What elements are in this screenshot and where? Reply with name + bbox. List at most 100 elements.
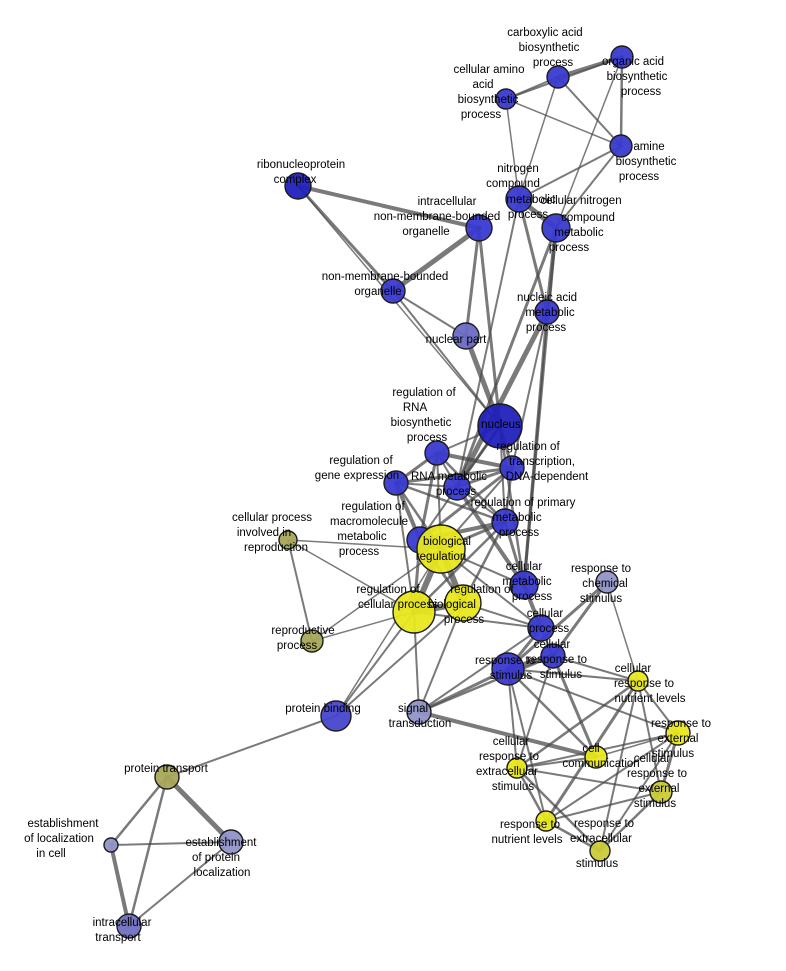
node-bioreg[interactable]: biological regulation — [416, 524, 466, 574]
edge-respstim-cellrespnut[interactable] — [507, 668, 639, 682]
edge-sigtrans-cellproc[interactable] — [418, 627, 542, 713]
edge-regrna-regprim[interactable] — [435, 451, 507, 524]
edge-amine-cellnitro[interactable] — [555, 145, 622, 229]
edge-estprot-estloc[interactable] — [110, 841, 232, 846]
edge-ribo-intranmb[interactable] — [296, 184, 481, 230]
edge-cellrespstim-respchem[interactable] — [551, 580, 609, 658]
node-cellcomm[interactable]: cell communication — [584, 745, 608, 769]
edge-sigtrans-regbio[interactable] — [418, 602, 464, 713]
edge-nucacid-cellmet[interactable] — [522, 310, 549, 587]
node-cellrespext[interactable]: cellular response to external stimulus — [649, 780, 673, 804]
edge-respext-respextra[interactable] — [599, 732, 679, 852]
edge-protbind-regbio[interactable] — [335, 602, 464, 717]
edge-protbind-bioreg[interactable] — [335, 548, 442, 717]
node-prottrans[interactable]: protein transport — [154, 764, 180, 790]
node-procrepro[interactable]: cellular process involved in reproductio… — [278, 530, 298, 550]
node-rnamet[interactable]: RNA metabolic process — [443, 473, 471, 501]
node-regbio[interactable]: regulation of biological process — [444, 584, 482, 622]
node-intratrans[interactable]: intracellular transport — [116, 913, 142, 939]
node-cellmet[interactable]: cellular metabolic process — [509, 570, 539, 600]
edge-cellrespnut-cellrespextra[interactable] — [515, 679, 640, 770]
edge-organic-cellnitro[interactable] — [555, 56, 623, 229]
node-reggene[interactable]: regulation of gene expression — [383, 470, 409, 496]
node-cellnitro[interactable]: cellular nitrogen compound metabolic pro… — [541, 213, 571, 243]
edge-procrepro-repro[interactable] — [287, 539, 313, 642]
edge-cellrespnut-cellrespext[interactable] — [637, 680, 662, 793]
edge-amine-nitro[interactable] — [518, 145, 622, 200]
node-sigtrans[interactable]: signal transduction — [406, 699, 432, 725]
edge-repro-bioreg[interactable] — [311, 548, 442, 642]
edge-regrna-regmacro[interactable] — [418, 451, 439, 542]
edge-amino-amine[interactable] — [505, 98, 622, 147]
edge-cellrespnut-respextra[interactable] — [599, 680, 639, 852]
edge-nmborg-nucleus[interactable] — [392, 290, 501, 427]
node-nucpart[interactable]: nuclear part — [452, 322, 480, 350]
edge-respstim-respchem[interactable] — [506, 580, 609, 671]
edge-respnut-cellrespext[interactable] — [545, 791, 662, 822]
node-amino[interactable]: cellular amino acid biosynthetic process — [495, 88, 517, 110]
edge-respstim-respext[interactable] — [507, 668, 679, 734]
edge-ribo-nucleus[interactable] — [297, 185, 501, 427]
edge-prottrans-intratrans[interactable] — [127, 775, 169, 928]
edge-sigtrans-cellcomm[interactable] — [417, 710, 598, 759]
node-cellrespstim[interactable]: cellular response to stimulus — [540, 643, 566, 669]
edge-carbox-amine[interactable] — [557, 76, 622, 147]
edge-intranmb-nucleus[interactable] — [477, 226, 502, 428]
node-respnut[interactable]: response to nutrient levels — [535, 810, 557, 832]
node-protbind[interactable]: protein binding — [320, 700, 352, 732]
node-estloc[interactable]: establishment of localization in cell — [103, 837, 119, 853]
node-respext[interactable]: response to external stimulus — [665, 720, 691, 746]
edge-regrna-regtrans[interactable] — [435, 451, 514, 470]
edge-cellnitro-rnamet[interactable] — [455, 226, 558, 489]
edge-reggene-regprim[interactable] — [394, 481, 507, 524]
node-organic[interactable]: organic acid biosynthetic process — [610, 45, 634, 69]
node-ribo[interactable]: ribonucleoprotein complex — [284, 172, 312, 200]
edge-respchem-cellrespnut[interactable] — [606, 581, 639, 682]
node-respchem[interactable]: response to chemical stimulus — [595, 570, 619, 594]
edge-sigtrans-cellrespstim[interactable] — [417, 654, 555, 714]
edge-ribo-nmborg[interactable] — [296, 184, 395, 293]
node-estprot[interactable]: establishment of protein localization — [218, 829, 244, 855]
edge-intranmb-nucpart[interactable] — [464, 226, 481, 338]
edge-amino-nitro[interactable] — [505, 98, 520, 200]
edge-respstim-cellcomm[interactable] — [506, 667, 598, 759]
node-nucleus[interactable]: nucleus — [477, 403, 523, 449]
node-regcell[interactable]: regulation of cellular process — [392, 590, 436, 634]
node-amine[interactable]: amine biosynthetic process — [609, 134, 633, 158]
node-respstim[interactable]: response to stimulus — [491, 652, 525, 686]
node-regtrans[interactable]: regulation of transcription, DNA-depende… — [499, 455, 525, 481]
node-regprim[interactable]: regulation of primary metabolic process — [491, 508, 519, 536]
node-regrna[interactable]: regulation of RNA biosynthetic process — [424, 440, 450, 466]
edge-nucleus-cellmet[interactable] — [498, 424, 526, 587]
edge-respext-respnut[interactable] — [545, 732, 679, 822]
edge-procrepro-regcell[interactable] — [287, 539, 415, 613]
edge-organic-amine[interactable] — [619, 55, 624, 148]
edge-estloc-intratrans[interactable] — [109, 843, 131, 928]
edge-nucacid-rnamet[interactable] — [454, 309, 550, 490]
edge-estprot-intratrans[interactable] — [128, 841, 232, 927]
edge-respextra-cellrespext[interactable] — [598, 790, 663, 853]
edge-cellcomm-respext[interactable] — [595, 732, 679, 758]
edge-prottrans-estloc[interactable] — [109, 775, 169, 847]
node-nmborg[interactable]: non-membrane-bounded organelle — [380, 278, 406, 304]
node-cellrespnut[interactable]: cellular response to nutrient levels — [627, 670, 649, 692]
node-intranmb[interactable]: intracellular non-membrane-bounded organ… — [465, 214, 493, 242]
edge-cellrespstim-cellcomm[interactable] — [551, 654, 598, 759]
edge-intranmb-nmborg[interactable] — [390, 225, 482, 294]
node-cellproc[interactable]: cellular process — [527, 614, 555, 642]
edge-carbox-nitro[interactable] — [518, 76, 559, 200]
node-cellrespextra[interactable]: cellular response to extracellular stimu… — [506, 757, 528, 779]
edge-cellrespstim-cellrespnut[interactable] — [552, 655, 639, 682]
edge-nmborg-nucpart[interactable] — [392, 290, 467, 337]
edge-prottrans-estprot[interactable] — [164, 774, 234, 845]
edge-protbind-prottrans[interactable] — [166, 715, 337, 778]
node-respextra[interactable]: response to extracellular stimulus — [589, 840, 611, 862]
edge-nitro-nucacid[interactable] — [517, 197, 549, 314]
node-repro[interactable]: reproductive process — [300, 629, 324, 653]
edge-cellrespextra-cellcomm[interactable] — [516, 756, 597, 769]
edge-nucacid-regtrans[interactable] — [511, 311, 548, 469]
node-nitro[interactable]: nitrogen compound metabolic process — [505, 185, 533, 213]
edge-cellrespextra-respextra[interactable] — [515, 766, 602, 853]
node-nucacid[interactable]: nucleic acid metabolic process — [534, 299, 560, 325]
node-carbox[interactable]: carboxylic acid biosynthetic process — [546, 65, 570, 89]
